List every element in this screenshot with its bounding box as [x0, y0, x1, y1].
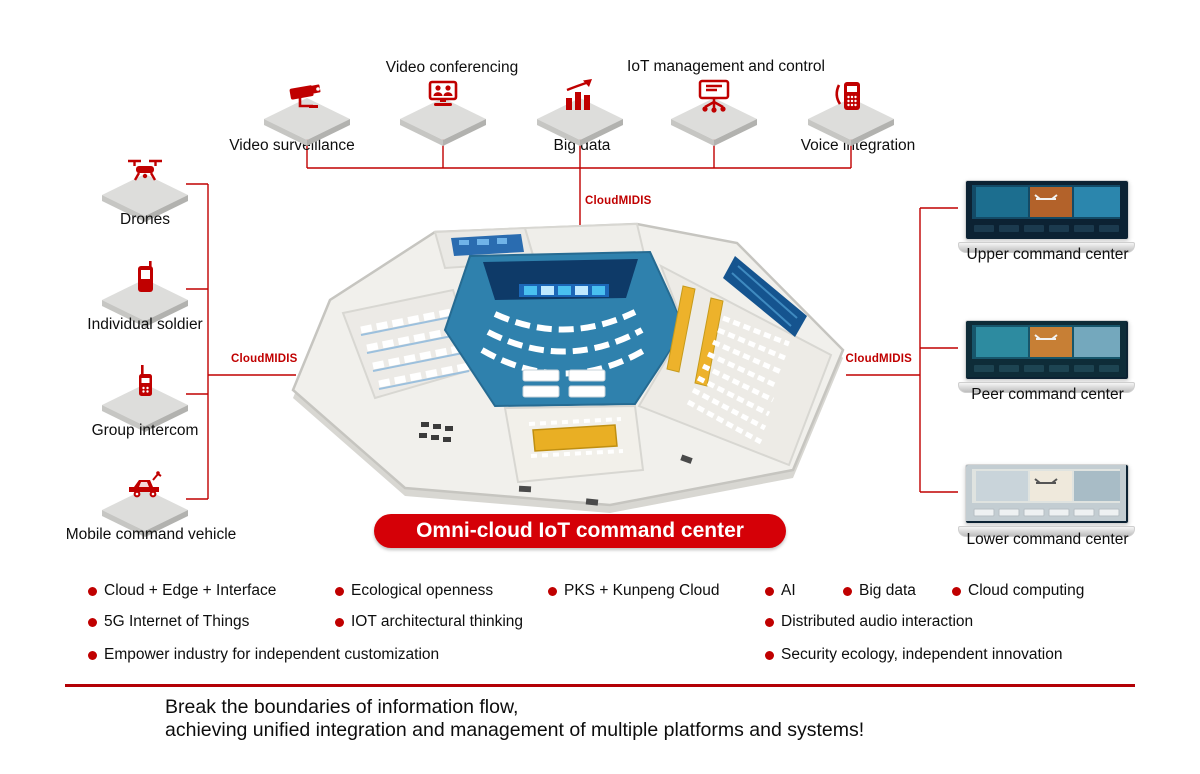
platform-icon — [264, 98, 350, 146]
label-big-data: Big data — [553, 137, 611, 154]
service-video-surveillance — [262, 76, 352, 146]
label-peer-command-center: Peer command center — [971, 386, 1124, 403]
bullet-icon — [335, 586, 344, 596]
feature-item: Big data — [843, 582, 916, 600]
label-video-conferencing: Video conferencing — [385, 59, 519, 76]
bullet-icon — [765, 650, 774, 660]
bullet-icon — [765, 586, 774, 596]
feature-label: Big data — [859, 582, 916, 599]
label-iot-management: IoT management and control — [627, 58, 825, 75]
feature-item: IOT architectural thinking — [335, 613, 523, 631]
command-vehicle-icon — [129, 471, 162, 498]
command-center-banner: Omni-cloud IoT command center — [374, 514, 786, 548]
label-group-intercom: Group intercom — [91, 422, 199, 439]
feature-item: Cloud computing — [952, 582, 1084, 600]
label-individual-soldier: Individual soldier — [87, 316, 203, 333]
command-center-screen — [964, 180, 1129, 240]
label-video-surveillance: Video surveillance — [229, 137, 355, 154]
platform-icon — [102, 489, 188, 537]
feature-label: IOT architectural thinking — [351, 613, 524, 630]
label-drones: Drones — [120, 211, 170, 228]
label-upper-command-center: Upper command center — [966, 246, 1129, 263]
screen-base — [958, 382, 1135, 393]
bullet-icon — [843, 586, 852, 596]
platform-icon — [102, 174, 188, 222]
feature-item: 5G Internet of Things — [88, 613, 249, 631]
platform-icon — [102, 279, 188, 327]
feature-label: Ecological openness — [351, 582, 494, 599]
intercom-icon — [139, 365, 152, 396]
footer-divider — [65, 684, 1135, 687]
footer-line-2: achieving unified integration and manage… — [165, 719, 865, 741]
feature-item: Cloud + Edge + Interface — [88, 582, 276, 600]
screen-base — [958, 526, 1135, 537]
iot-control-monitor-icon — [698, 79, 730, 113]
bullet-icon — [765, 617, 774, 627]
platform-icon — [537, 98, 623, 146]
feature-item: Ecological openness — [335, 582, 493, 600]
peer-command-center-image — [958, 320, 1135, 393]
command-center-screen — [964, 320, 1129, 380]
screen-base — [958, 242, 1135, 253]
video-conference-icon — [428, 80, 458, 106]
bullet-icon — [88, 650, 97, 660]
feature-item: Empower industry for independent customi… — [88, 646, 439, 664]
device-group-intercom — [100, 362, 190, 432]
device-individual-soldier — [100, 257, 190, 327]
cloudmidis-label-left: CloudMIDIS — [231, 353, 298, 365]
connector-right — [846, 207, 958, 493]
device-drone — [100, 152, 190, 222]
footer-line-1: Break the boundaries of information flow… — [165, 696, 519, 718]
command-center-screen — [964, 464, 1129, 524]
voice-phone-icon — [835, 82, 860, 110]
drone-icon — [128, 159, 162, 181]
service-voice-integration — [806, 76, 896, 146]
connector-left — [186, 183, 296, 500]
bullet-icon — [88, 617, 97, 627]
platform-icon — [808, 98, 894, 146]
cctv-camera-icon — [289, 84, 321, 108]
feature-label: 5G Internet of Things — [104, 613, 250, 630]
label-lower-command-center: Lower command center — [966, 531, 1129, 548]
service-big-data — [535, 76, 625, 146]
feature-item: AI — [765, 582, 796, 600]
feature-label: AI — [781, 582, 796, 599]
bullet-icon — [335, 617, 344, 627]
platform-icon — [102, 384, 188, 432]
feature-item: Distributed audio interaction — [765, 613, 973, 631]
platform-icon — [400, 98, 486, 146]
feature-label: Distributed audio interaction — [781, 613, 974, 630]
service-iot-management — [669, 76, 759, 146]
feature-label: Security ecology, independent innovation — [781, 646, 1063, 663]
soldier-device-icon — [138, 261, 153, 292]
device-mobile-command-vehicle — [100, 467, 190, 537]
service-video-conferencing — [398, 76, 488, 146]
bullet-icon — [548, 586, 557, 596]
bar-chart-icon — [566, 79, 592, 110]
upper-command-center-image — [958, 180, 1135, 253]
bullet-icon — [952, 586, 961, 596]
feature-label: Cloud computing — [968, 582, 1085, 599]
bullet-icon — [88, 586, 97, 596]
platform-icon — [671, 98, 757, 146]
cloudmidis-label-right: CloudMIDIS — [845, 353, 912, 365]
label-mobile-command-vehicle: Mobile command vehicle — [65, 526, 237, 543]
feature-item: PKS + Kunpeng Cloud — [548, 582, 720, 600]
cloudmidis-label-top: CloudMIDIS — [585, 195, 652, 207]
feature-item: Security ecology, independent innovation — [765, 646, 1063, 664]
feature-label: Empower industry for independent customi… — [104, 646, 440, 663]
label-voice-integration: Voice integration — [800, 137, 916, 154]
lower-command-center-image — [958, 464, 1135, 537]
connector-top — [306, 138, 852, 226]
command-center-building-illustration — [291, 222, 845, 513]
feature-label: PKS + Kunpeng Cloud — [564, 582, 720, 599]
feature-label: Cloud + Edge + Interface — [104, 582, 277, 599]
